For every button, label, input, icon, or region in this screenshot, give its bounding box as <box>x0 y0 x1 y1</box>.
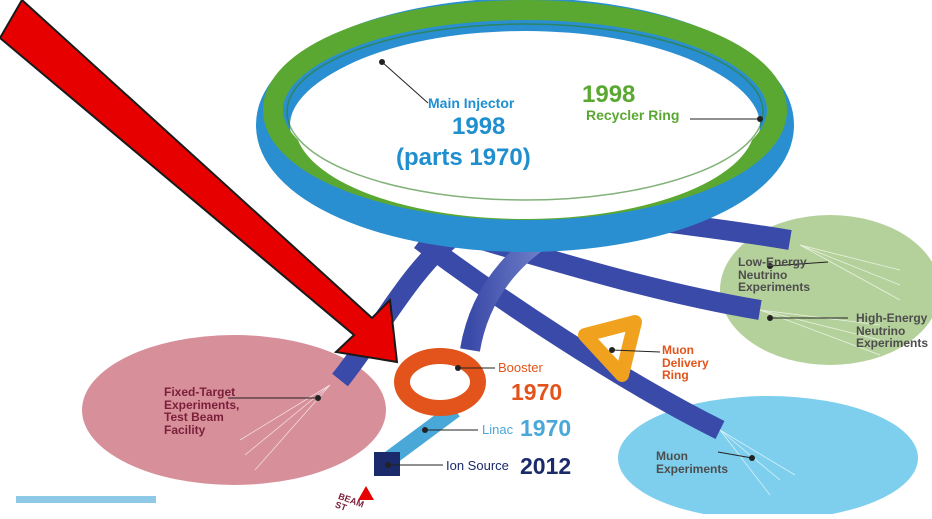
booster-year: 1970 <box>511 379 563 405</box>
linac-year: 1970 <box>520 415 572 441</box>
beamline-muon <box>414 231 725 439</box>
muon-delivery-ring <box>578 315 642 382</box>
leader-dots <box>315 59 773 468</box>
ion-source-label: Ion Source <box>446 458 509 473</box>
fixed-target-zone <box>82 335 386 485</box>
leader-lines <box>228 61 848 466</box>
main-injector-parts: (parts 1970) <box>396 144 531 171</box>
booster-label: Booster <box>498 360 543 375</box>
muon-experiments-label: Muon Experiments <box>656 449 729 476</box>
neutrino-zone <box>720 215 932 365</box>
main-injector-label: Main Injector <box>428 95 515 111</box>
footer-bar <box>16 496 156 503</box>
recycler-year: 1998 <box>582 81 636 108</box>
beam-start-marker <box>358 486 374 500</box>
low-energy-label: Low-Energy Neutrino Experiments <box>738 255 811 295</box>
red-pointer-arrow <box>0 0 399 364</box>
ion-source-year: 2012 <box>520 453 572 479</box>
recycler-label: Recycler Ring <box>586 107 680 123</box>
linac-label: Linac <box>482 422 514 437</box>
main-injector-year: 1998 <box>452 113 506 140</box>
main-injector-ring <box>256 0 794 252</box>
high-energy-label: High-Energy Neutrino Experiments <box>856 311 929 351</box>
muon-delivery-label: Muon Delivery Ring <box>662 343 709 383</box>
booster-ring <box>394 348 486 416</box>
fixed-target-label: Fixed-Target Experiments, Test Beam Faci… <box>164 385 240 437</box>
